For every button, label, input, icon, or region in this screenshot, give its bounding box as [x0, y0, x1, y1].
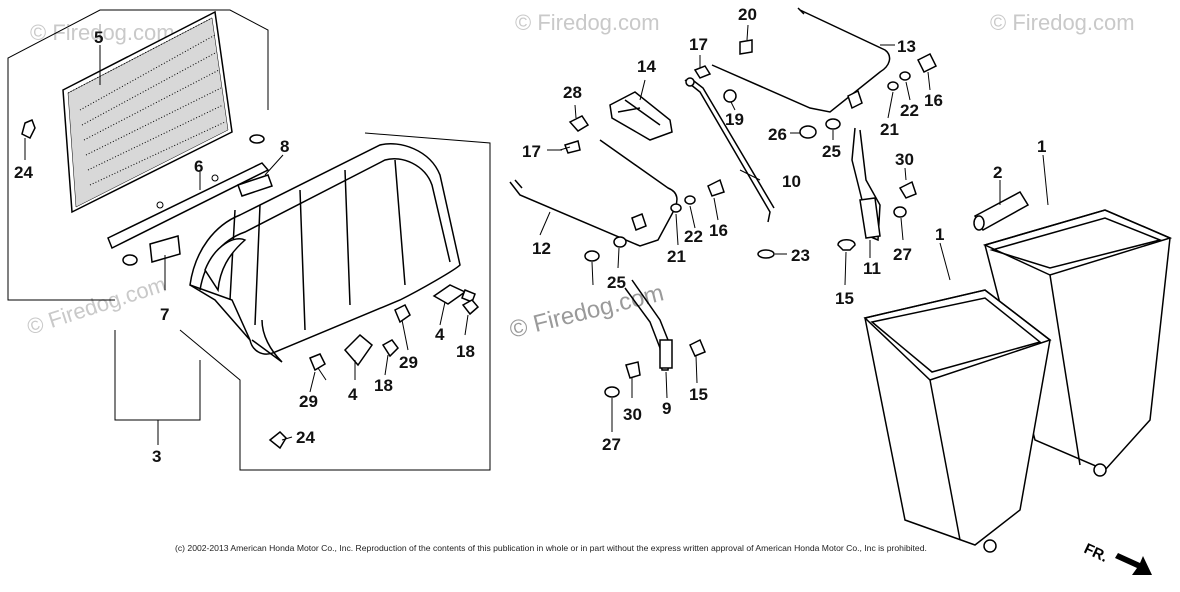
arm-part-9 [624, 279, 673, 371]
callout-18: 18 [374, 376, 393, 395]
callout-24: 24 [296, 428, 315, 447]
callout-14: 14 [637, 57, 656, 76]
callout-16: 16 [924, 91, 943, 110]
front-arrow-icon [1115, 553, 1152, 575]
callout-8: 8 [280, 137, 289, 156]
callout-3: 3 [152, 447, 161, 466]
watermark-text: © Firedog.com [30, 20, 175, 45]
callout-26: 26 [768, 125, 787, 144]
handle-part-14 [568, 91, 673, 141]
callout-20: 20 [738, 5, 757, 24]
callout-1: 1 [1037, 137, 1046, 156]
leader-lines [24, 24, 1049, 441]
callout-17: 17 [689, 35, 708, 54]
front-direction-indicator: FR. [1081, 540, 1152, 575]
callout-5: 5 [94, 28, 103, 47]
hardware-right [584, 39, 938, 398]
callout-4: 4 [348, 385, 358, 404]
callout-28: 28 [563, 83, 582, 102]
callout-29: 29 [299, 392, 318, 411]
callout-22: 22 [684, 227, 703, 246]
callout-18: 18 [456, 342, 475, 361]
callout-19: 19 [725, 110, 744, 129]
callout-4: 4 [435, 325, 445, 344]
callout-6: 6 [194, 157, 203, 176]
callout-12: 12 [532, 239, 551, 258]
label-part-7 [149, 235, 181, 263]
watermark-text: © Firedog.com [515, 10, 660, 35]
callout-11: 11 [863, 259, 881, 278]
callout-21: 21 [667, 247, 686, 266]
grommet [249, 134, 265, 144]
callout-9: 9 [662, 399, 671, 418]
callout-25: 25 [607, 273, 626, 292]
bag-cover-part-3 [189, 143, 461, 363]
callout-2: 2 [993, 163, 1002, 182]
callout-15: 15 [835, 289, 854, 308]
fr-label: FR. [1081, 540, 1110, 566]
rod-part-10 [684, 77, 775, 223]
frame-part-13 [711, 7, 891, 113]
tube-part-2 [973, 191, 1030, 232]
callout-23: 23 [791, 246, 810, 265]
arm-part-11 [851, 127, 881, 242]
watermark-text: © Firedog.com [990, 10, 1135, 35]
callout-17: 17 [522, 142, 541, 161]
frame-cover-assembly [179, 132, 491, 471]
callout-15: 15 [689, 385, 708, 404]
assembly-frames [7, 9, 491, 471]
callout-30: 30 [623, 405, 642, 424]
callout-27: 27 [893, 245, 912, 264]
grass-bag-part-1-front [863, 289, 1052, 553]
callout-30: 30 [895, 150, 914, 169]
callout-16: 16 [709, 221, 728, 240]
rail-part-6 [107, 162, 270, 266]
callout-24: 24 [14, 163, 33, 182]
callout-1: 1 [935, 225, 944, 244]
frame-grass-bag-top [7, 9, 269, 301]
screen-part-5 [62, 10, 233, 214]
frame-callout-3 [114, 330, 201, 421]
callout-27: 27 [602, 435, 621, 454]
label-part-8 [237, 174, 273, 197]
callout-10: 10 [782, 172, 801, 191]
callout-numbers: 1 1 2 3 4 4 5 6 7 8 9 10 11 12 13 14 15 … [14, 5, 1046, 466]
frame-part-12 [509, 139, 678, 247]
callout-25: 25 [822, 142, 841, 161]
callout-13: 13 [897, 37, 916, 56]
watermark-text: © Firedog.com [24, 271, 169, 339]
callout-21: 21 [880, 120, 899, 139]
copyright-notice: (c) 2002-2013 American Honda Motor Co., … [175, 543, 927, 553]
callout-29: 29 [399, 353, 418, 372]
callout-22: 22 [900, 101, 919, 120]
hardware-left [21, 119, 480, 450]
callout-7: 7 [160, 305, 169, 324]
